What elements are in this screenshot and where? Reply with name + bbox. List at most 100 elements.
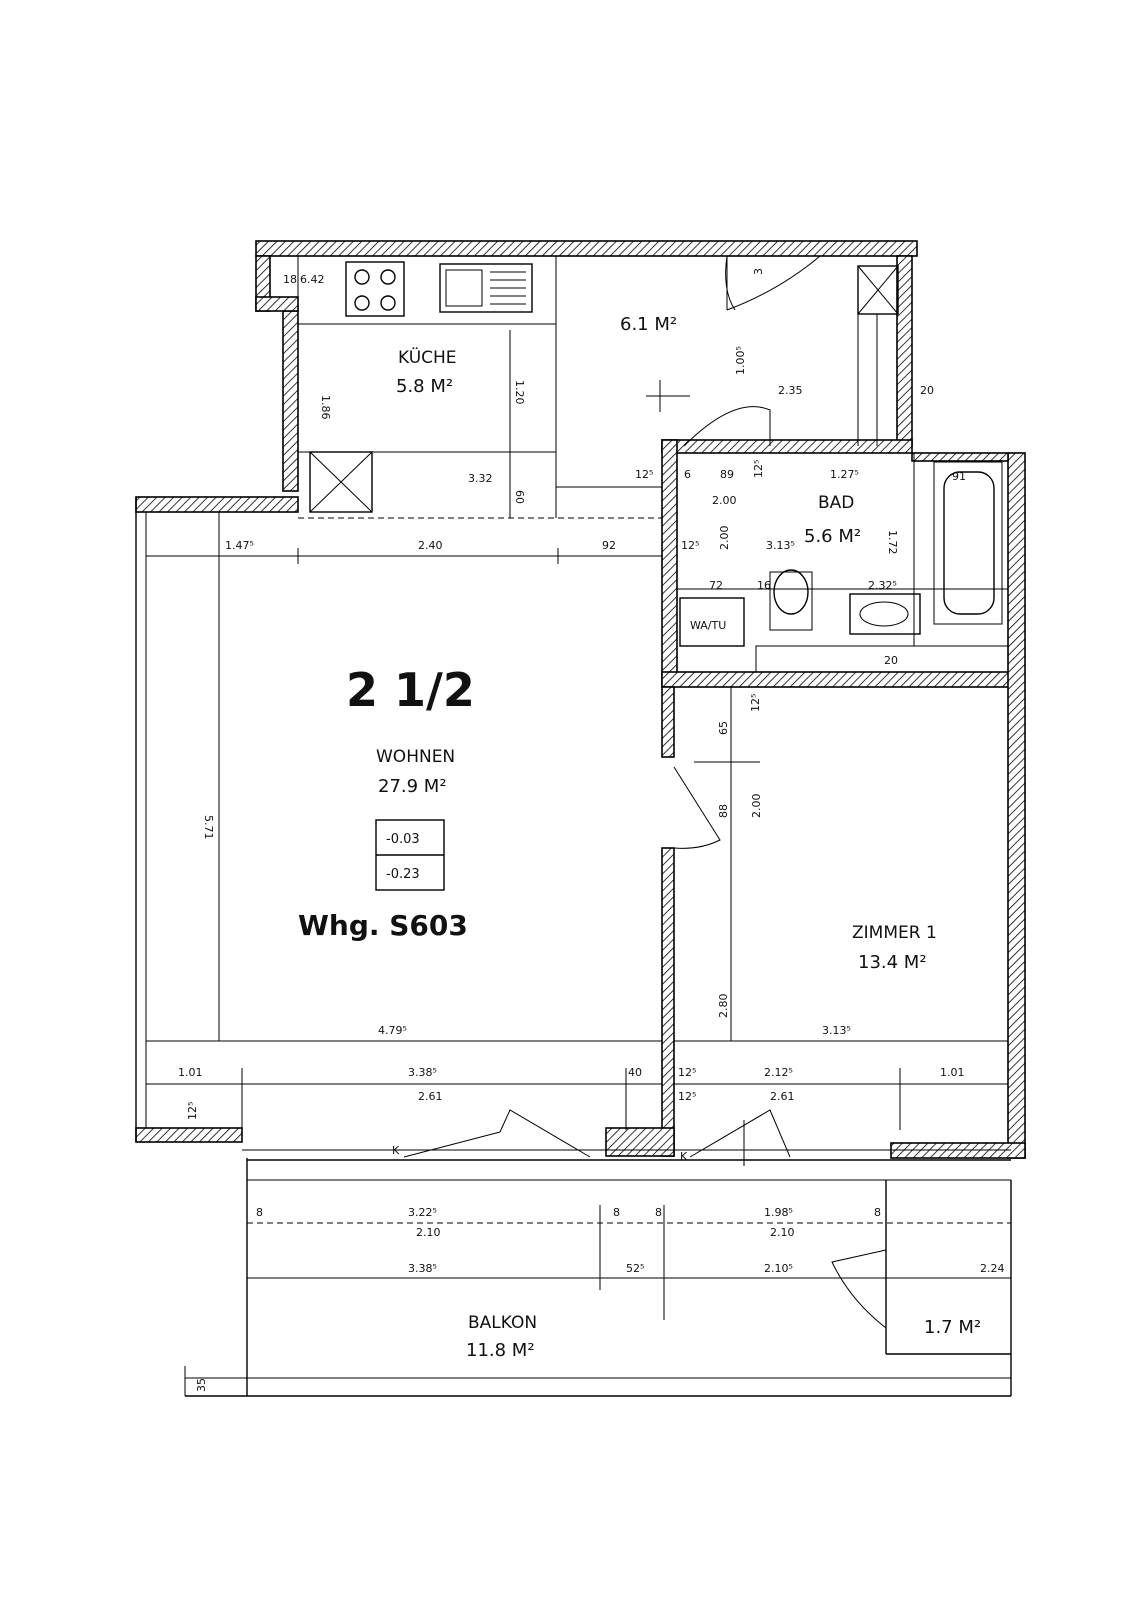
dim-label: 1.00⁵ (734, 346, 747, 375)
dim-label: 12⁵ (681, 539, 699, 552)
balcony-name: BALKON (468, 1313, 537, 1333)
level-lower: -0.23 (386, 867, 420, 882)
room1-area: 13.4 M² (858, 952, 927, 973)
dim-label: 40 (628, 1066, 642, 1079)
dim-label: 16 (757, 579, 771, 592)
dimension-labels: 18 6.42 1.86 1.20 3.32 60 1.00⁵ 2.35 20 … (178, 268, 1005, 1392)
kitchen-name: KÜCHE (398, 346, 457, 368)
dim-label: 6.42 (300, 273, 325, 286)
living-area: 27.9 M² (378, 776, 447, 797)
stove-burner (354, 269, 370, 285)
wall-bath-top-right (911, 452, 1009, 462)
dim-label: 3.38⁵ (408, 1262, 437, 1275)
door-entry (726, 255, 821, 311)
dim-label: 3.22⁵ (408, 1206, 437, 1219)
dim-label: 12⁵ (635, 468, 653, 481)
dim-label: 2.10⁵ (764, 1262, 793, 1275)
stove-burner (354, 295, 370, 311)
dim-label: 2.00 (750, 794, 763, 819)
toilet-box (769, 571, 813, 631)
door-bath (683, 406, 771, 447)
wall-partition-lower (661, 847, 675, 1157)
wall-bath-top (661, 439, 913, 454)
dim-label: 1.01 (940, 1066, 965, 1079)
dim-label: 2.40 (418, 539, 443, 552)
dim-label: 2.10 (416, 1226, 441, 1239)
outlines (135, 255, 1012, 1397)
dim-label: 3.13⁵ (766, 539, 795, 552)
walls (135, 240, 1026, 1159)
wall-bottom-middle (605, 1127, 675, 1157)
dim-label: 2.10 (770, 1226, 795, 1239)
door-room (673, 766, 721, 849)
balcony-area: 11.8 M² (466, 1340, 535, 1361)
dim-label: 2.00 (718, 526, 731, 551)
labels: 2 1/2 Whg. S603 -0.03 -0.23 KÜCHE 5.8 M²… (298, 314, 981, 1361)
dim-label: 91 (952, 470, 966, 483)
level-upper: -0.03 (386, 832, 420, 847)
dim-label: 3 (752, 268, 765, 275)
dimension-ticks (241, 380, 901, 1320)
kitchen-sink (439, 263, 533, 313)
dim-label: 18 (283, 273, 297, 286)
dim-label: 4.79⁵ (378, 1024, 407, 1037)
dim-label: 2.32⁵ (868, 579, 897, 592)
dim-label: 1.20 (513, 380, 526, 405)
hall-area: 6.1 M² (620, 314, 677, 335)
dim-label: 52⁵ (626, 1262, 644, 1275)
dim-label: 8 (655, 1206, 662, 1219)
dim-label: 12⁵ (752, 460, 765, 478)
dim-label: 12⁵ (678, 1090, 696, 1103)
dim-label: 89 (720, 468, 734, 481)
wall-kitchen-ledge (255, 296, 299, 312)
storage-shaft (857, 265, 899, 315)
dim-label: 1.47⁵ (225, 539, 254, 552)
dim-label: 8 (613, 1206, 620, 1219)
washer-box (679, 597, 745, 647)
stove (345, 261, 405, 317)
wall-bottom-left (135, 1127, 243, 1143)
wall-bath-bottom (661, 671, 1013, 688)
dim-label: 88 (717, 804, 730, 818)
dim-label: 12⁵ (186, 1102, 199, 1120)
dim-label: 1.27⁵ (830, 468, 859, 481)
dim-label: 1.72 (886, 530, 899, 555)
bathtub (933, 461, 1003, 625)
storage-area: 1.7 M² (924, 1317, 981, 1338)
k-left: K (392, 1144, 400, 1157)
unit-name: Whg. S603 (298, 909, 468, 942)
dim-label: 20 (884, 654, 898, 667)
bath-area: 5.6 M² (804, 526, 861, 547)
dim-label: 1.98⁵ (764, 1206, 793, 1219)
k-right: K (680, 1150, 688, 1163)
kitchen-area: 5.8 M² (396, 376, 453, 397)
wall-living-top (135, 496, 299, 513)
dim-label: 12⁵ (749, 694, 762, 712)
dim-label: 92 (602, 539, 616, 552)
stove-burner (380, 269, 396, 285)
toilet (773, 569, 809, 615)
dim-label: 2.61 (418, 1090, 443, 1103)
dim-label: 60 (513, 490, 526, 504)
room1-name: ZIMMER 1 (852, 923, 937, 943)
dim-label: 65 (717, 721, 730, 735)
dim-label: 1.01 (178, 1066, 203, 1079)
bath-name: BAD (818, 493, 854, 513)
wall-top (255, 240, 918, 257)
dim-label: 3.32 (468, 472, 493, 485)
dim-label: 20 (920, 384, 934, 397)
dim-label: 1.86 (319, 395, 332, 420)
room-count: 2 1/2 (346, 663, 475, 717)
door-kitchen (725, 255, 736, 311)
dim-label: 5.71 (202, 815, 215, 840)
dim-label: 3.38⁵ (408, 1066, 437, 1079)
wall-bath-left (661, 439, 678, 686)
stove-burner (380, 295, 396, 311)
dim-label: 2.61 (770, 1090, 795, 1103)
washbasin (849, 593, 921, 635)
dim-label: 72 (709, 579, 723, 592)
dim-label: 2.12⁵ (764, 1066, 793, 1079)
door-balcony-right (689, 1109, 791, 1158)
dim-label: 12⁵ (678, 1066, 696, 1079)
